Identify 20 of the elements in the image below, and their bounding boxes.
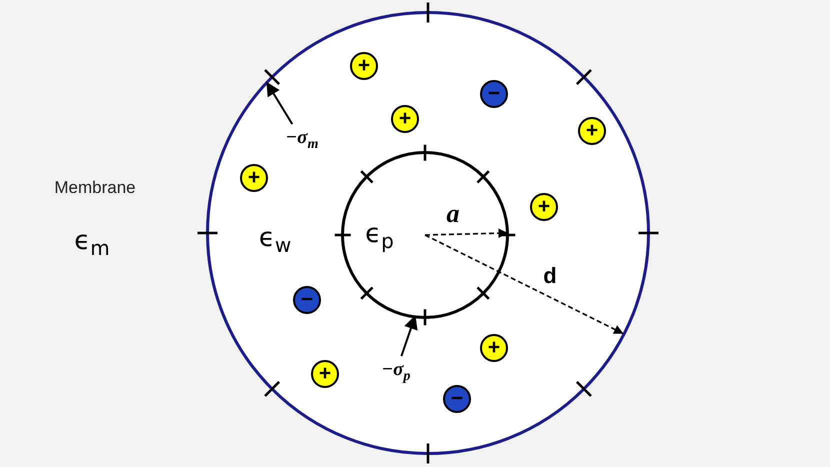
negative-ion: − xyxy=(293,286,321,314)
charge-density-label: −σ$_{p}$ xyxy=(382,359,410,385)
positive-ion: + xyxy=(240,164,268,192)
permittivity-label: ϵ$_{m}$ xyxy=(74,226,110,260)
permittivity-label: ϵ$_{w}$ xyxy=(258,223,292,257)
positive-ion: + xyxy=(311,360,339,388)
positive-ion: + xyxy=(391,105,419,133)
permittivity-label: ϵ$_{p}$ xyxy=(365,218,394,252)
leader-arrow xyxy=(266,82,294,125)
positive-ion: + xyxy=(578,117,606,145)
charge-density-label: −σ$_{m}$ xyxy=(286,127,318,153)
region-label: Membrane xyxy=(54,178,136,198)
leader-arrow xyxy=(400,315,418,356)
distance-label: d xyxy=(543,263,557,289)
negative-ion: − xyxy=(480,80,508,108)
positive-ion: + xyxy=(480,334,508,362)
negative-ion: − xyxy=(443,385,471,413)
positive-ion: + xyxy=(350,52,378,80)
radius-label: a xyxy=(446,199,460,229)
positive-ion: + xyxy=(530,193,558,221)
